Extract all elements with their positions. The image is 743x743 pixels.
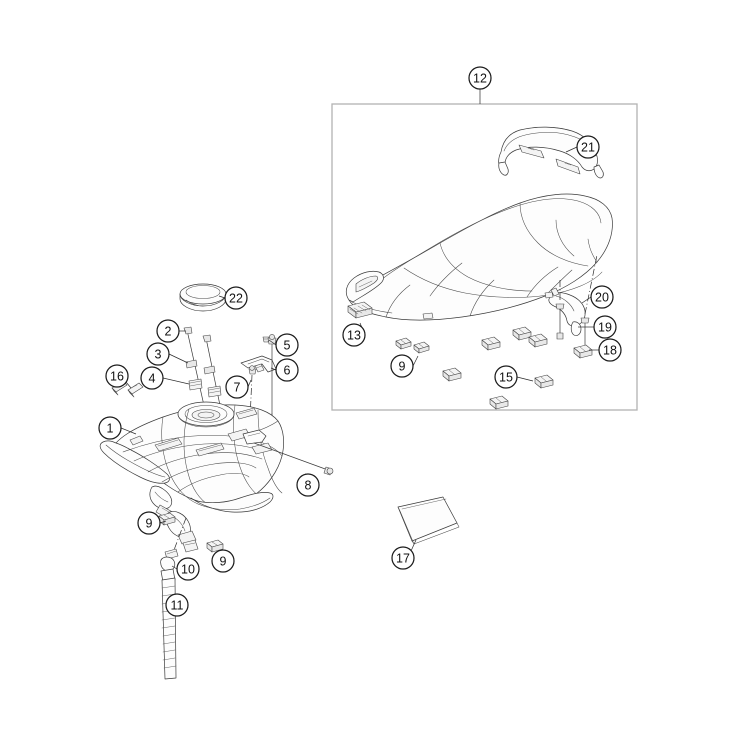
callout-bubble[interactable]	[390, 354, 414, 378]
callout-number: 16	[110, 370, 124, 384]
bolt-19	[555, 303, 565, 340]
callout-number: 2	[165, 325, 172, 339]
callout-number: 8	[305, 479, 312, 493]
callout-bubble[interactable]	[176, 557, 200, 581]
callout-bubble[interactable]	[391, 546, 415, 570]
seat-part	[345, 193, 613, 321]
callout-sliding-clip[interactable]: 16	[105, 364, 129, 388]
clip-nut-outside-group	[158, 512, 224, 553]
owners-manual-part	[397, 496, 460, 545]
callout-number: 1	[107, 422, 114, 436]
callout-bubble[interactable]	[224, 286, 248, 310]
callout-number: 18	[603, 344, 617, 358]
callout-number: 9	[146, 517, 153, 531]
callout-vent-hose[interactable]: 11	[165, 593, 189, 617]
rubber-pad-part	[347, 301, 373, 319]
callout-number: 12	[473, 72, 487, 86]
callout-bubble[interactable]	[165, 593, 189, 617]
callout-number: 13	[347, 329, 361, 343]
callout-screw[interactable]: 7	[225, 375, 249, 399]
cage-nut	[528, 333, 548, 348]
callout-grab-handle[interactable]: 21	[576, 135, 600, 159]
cage-nut	[573, 344, 593, 359]
callout-bubble[interactable]	[105, 364, 129, 388]
long-screw-2	[183, 326, 206, 411]
fuel-tank-part	[99, 401, 284, 553]
callout-seat-lock-bracket[interactable]: 20	[590, 285, 614, 309]
collar-screw-5	[262, 336, 270, 343]
callout-bubble[interactable]	[146, 342, 170, 366]
callout-bubble[interactable]	[576, 135, 600, 159]
callout-bubble[interactable]	[140, 366, 164, 390]
callout-collar-screw[interactable]: 5	[275, 333, 299, 357]
cage-nut	[442, 367, 462, 382]
callout-bubble[interactable]	[593, 315, 617, 339]
callout-number: 5	[284, 339, 291, 353]
clip-nut-group-box	[395, 337, 430, 354]
callout-bolt[interactable]: 18	[598, 338, 622, 362]
clip-nut	[413, 341, 430, 354]
callout-number: 19	[598, 321, 612, 335]
callout-clip-nut[interactable]: 9	[211, 549, 235, 573]
callout-seat-assembly[interactable]: 12	[468, 66, 492, 90]
long-bolt-8-part	[253, 442, 334, 476]
callout-number: 9	[399, 360, 406, 374]
callout-number: 6	[284, 364, 291, 378]
callout-bubble[interactable]	[156, 319, 180, 343]
cage-nut	[512, 326, 532, 341]
cage-nut	[481, 336, 501, 351]
callout-bubble[interactable]	[137, 511, 161, 535]
callout-number: 11	[171, 599, 184, 613]
filler-neck-seal-part	[179, 283, 227, 312]
long-screw-3	[202, 334, 223, 416]
callout-fuel-tank[interactable]: 1	[98, 416, 122, 440]
callout-filler-neck-seal[interactable]: 22	[224, 286, 248, 310]
callout-bubble[interactable]	[275, 333, 299, 357]
callout-owners-manual[interactable]: 17	[391, 546, 415, 570]
callout-bolt-short[interactable]: 19	[593, 315, 617, 339]
callout-number: 9	[220, 555, 227, 569]
seat-assembly-group-box	[331, 89, 638, 411]
callout-bubble[interactable]	[468, 66, 492, 90]
callout-tank-bracket[interactable]: 6	[275, 358, 299, 382]
callout-bubble[interactable]	[494, 365, 518, 389]
callout-clip-nut[interactable]: 9	[390, 354, 414, 378]
callout-number: 20	[595, 291, 609, 305]
callout-number: 17	[396, 552, 410, 566]
callout-number: 10	[181, 563, 195, 577]
clip-nut	[206, 539, 224, 553]
callout-spacer-bushing[interactable]: 3	[146, 342, 170, 366]
callout-bubble[interactable]	[225, 375, 249, 399]
callout-number: 7	[234, 381, 241, 395]
callout-long-screw[interactable]: 2	[156, 319, 180, 343]
callout-cage-nut[interactable]: 15	[494, 365, 518, 389]
cage-nut	[534, 374, 554, 389]
callout-clip-nut[interactable]: 9	[137, 511, 161, 535]
cage-nut-group	[442, 326, 593, 410]
cage-nut	[489, 395, 509, 410]
callout-bubble[interactable]	[275, 358, 299, 382]
callout-number: 22	[229, 292, 243, 306]
callout-hose-clamp[interactable]: 10	[176, 557, 200, 581]
callout-bubble[interactable]	[98, 416, 122, 440]
callout-number: 15	[499, 371, 513, 385]
clip-nut	[395, 337, 412, 350]
grab-handle-part	[498, 126, 604, 179]
callout-bubble[interactable]	[598, 338, 622, 362]
callout-bubble[interactable]	[590, 285, 614, 309]
callout-long-bolt[interactable]: 8	[296, 473, 320, 497]
callout-number: 4	[149, 372, 156, 386]
callout-rubber-damper[interactable]: 4	[140, 366, 164, 390]
callout-bubble[interactable]	[296, 473, 320, 497]
tank-bracket-6	[240, 355, 277, 373]
callout-bubble[interactable]	[211, 549, 235, 573]
callout-number: 21	[581, 141, 595, 155]
clip-nut	[158, 512, 176, 526]
callout-number: 3	[155, 348, 162, 362]
screw-6-shaft	[267, 334, 277, 414]
callout-bubble[interactable]	[342, 323, 366, 347]
callout-rubber-pad[interactable]: 13	[342, 323, 366, 347]
